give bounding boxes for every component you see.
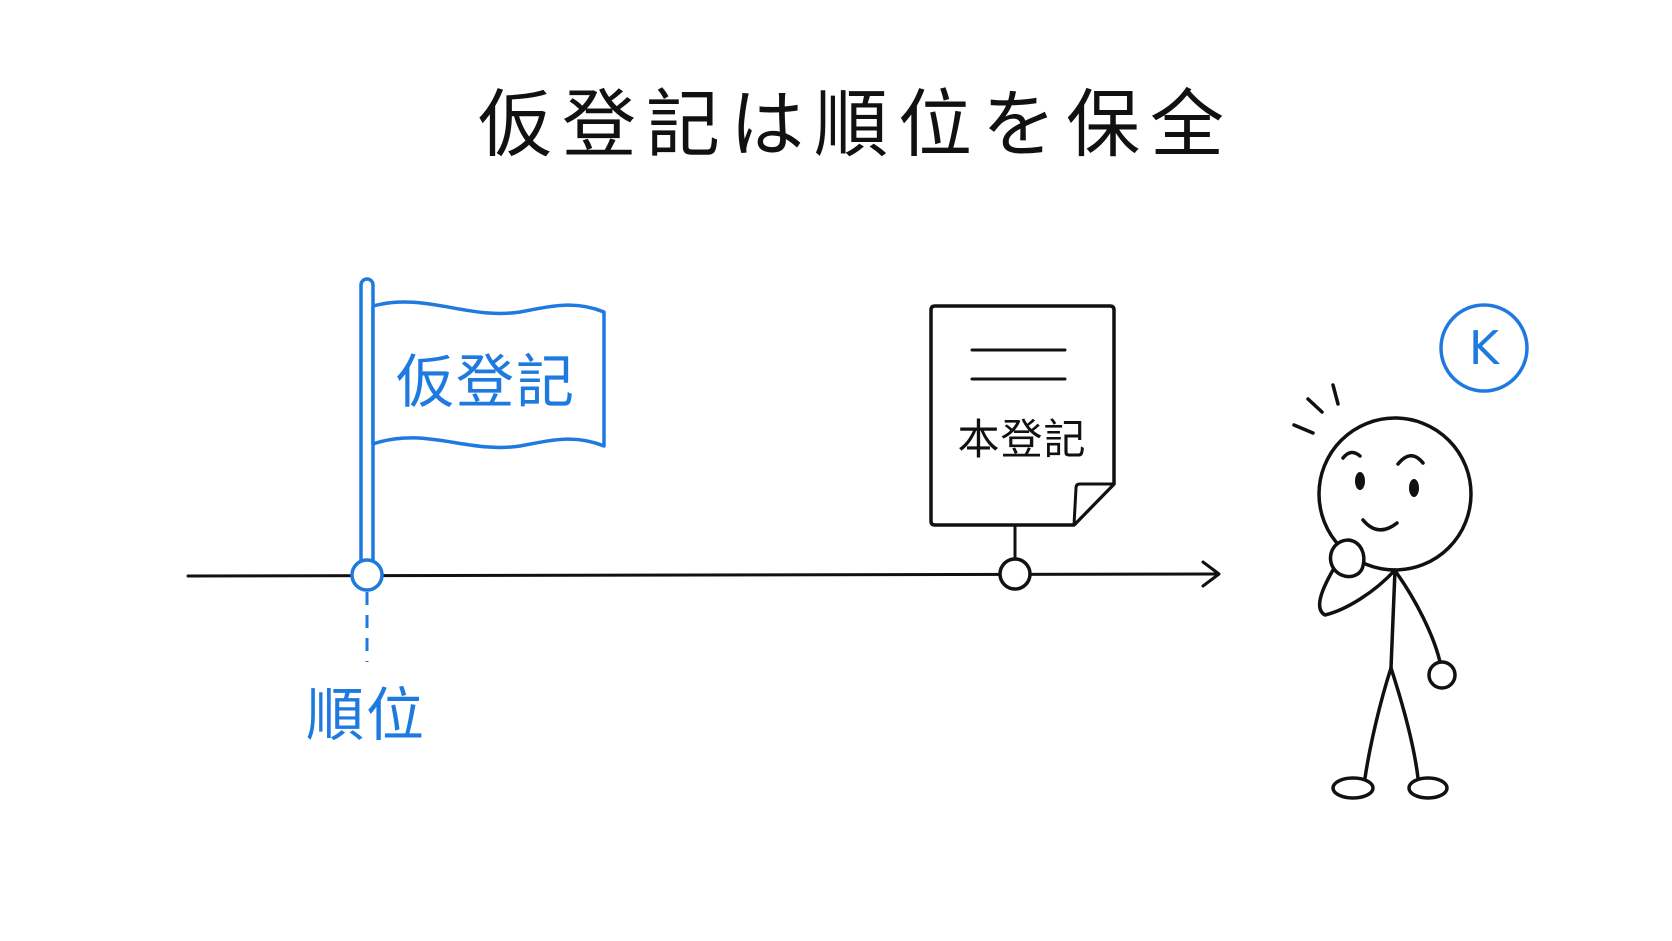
document-icon: 本登記 xyxy=(929,304,1116,591)
flag-label: 仮登記 xyxy=(396,348,576,416)
emphasis-mark-1 xyxy=(1292,423,1315,435)
figure-hand-lowered xyxy=(1427,660,1457,690)
emphasis-mark-3 xyxy=(1331,383,1340,406)
figure-leg-left xyxy=(1363,666,1393,780)
document-folded-corner xyxy=(1072,482,1116,527)
document-label: 本登記 xyxy=(957,415,1086,464)
figure-body xyxy=(1389,568,1397,670)
timeline-axis xyxy=(186,572,1220,578)
figure-eyebrow-right xyxy=(1396,454,1425,466)
badge-icon: K xyxy=(1439,303,1529,393)
flag-timeline-node xyxy=(350,558,384,592)
badge-letter: K xyxy=(1469,321,1501,375)
figure-leg-right xyxy=(1389,666,1420,780)
figure-foot-right xyxy=(1407,776,1449,800)
document-sheet xyxy=(929,304,1116,527)
badge-circle xyxy=(1439,303,1529,393)
emphasis-mark-2 xyxy=(1306,397,1324,414)
figure-arm-raised xyxy=(1317,568,1397,617)
figure-foot-left xyxy=(1331,776,1375,800)
stick-figure-icon xyxy=(1292,383,1473,800)
page-title: 仮登記は順位を保全 xyxy=(478,82,1234,168)
document-timeline-node xyxy=(998,557,1032,591)
flag-pole xyxy=(359,277,375,577)
timeline xyxy=(186,560,1221,588)
rank-label: 順位 xyxy=(306,681,426,749)
flag-icon: 仮登記 順位 xyxy=(306,277,606,749)
figure-arm-lowered xyxy=(1394,570,1442,664)
figure-hand xyxy=(1328,538,1366,579)
figure-eyebrow-left xyxy=(1341,450,1362,460)
timeline-arrowhead xyxy=(1201,560,1221,588)
flag-banner xyxy=(371,300,606,450)
figure-eye-right xyxy=(1409,479,1419,497)
figure-mouth xyxy=(1361,518,1399,532)
figure-eye-left xyxy=(1355,472,1365,490)
